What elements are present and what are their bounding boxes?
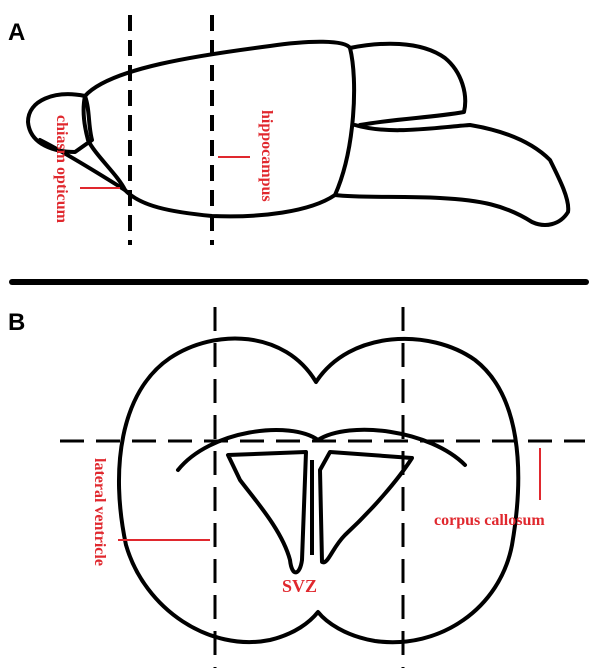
- lateral-ventricle-outline: [228, 452, 306, 572]
- panel-a-letter: A: [8, 19, 25, 46]
- hippocampus-label: hippocampus: [258, 110, 275, 202]
- cerebellum-outline: [350, 44, 465, 125]
- svz-label: SVZ: [282, 576, 317, 596]
- lateral-ventricle-label: lateral ventricle: [91, 458, 108, 566]
- panel-a: A chiasm opticum hippocampus: [8, 15, 568, 245]
- lateral-ventricle-outline-right: [320, 452, 412, 562]
- brainstem-outline: [335, 125, 568, 225]
- corpus-callosum-label: corpus callosum: [434, 512, 545, 529]
- chiasm-opticum-label: chiasm opticum: [53, 115, 70, 224]
- panel-b-letter: B: [8, 309, 25, 336]
- panel-b: B lateral ventricle corpus callosum SVZ: [8, 307, 585, 668]
